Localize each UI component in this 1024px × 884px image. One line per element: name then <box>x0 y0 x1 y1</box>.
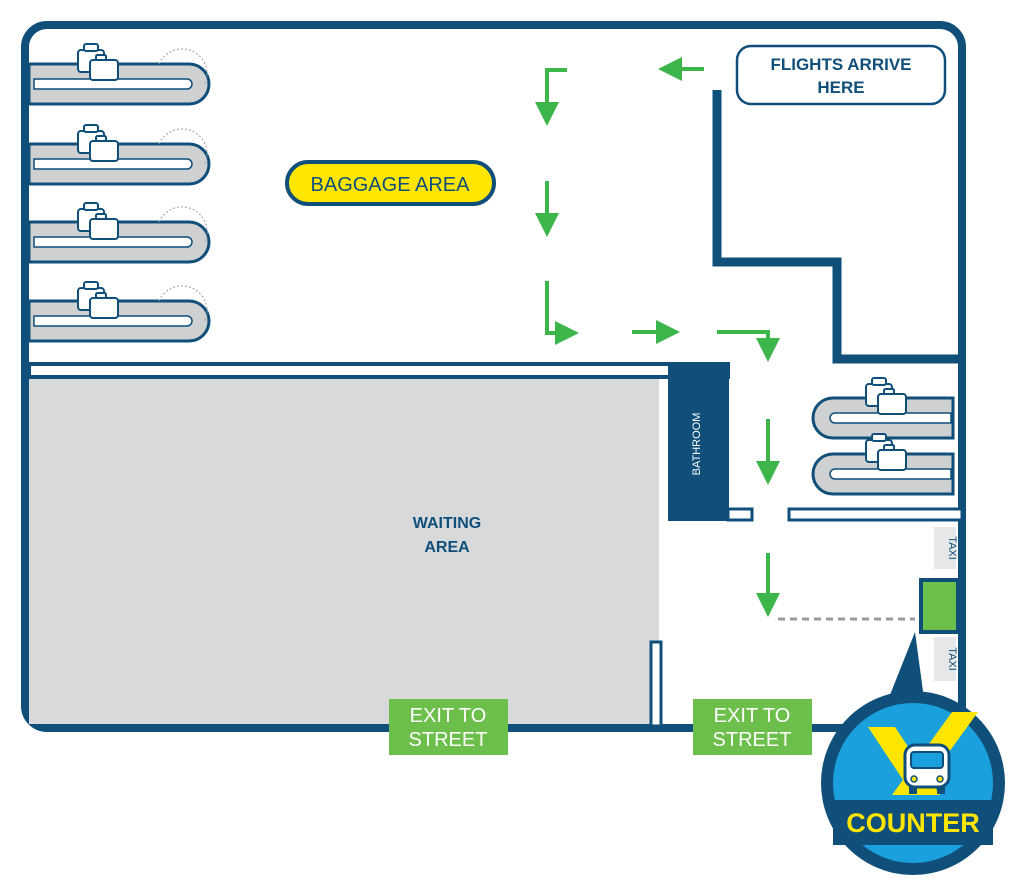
baggage-area-label: BAGGAGE AREA <box>311 174 471 196</box>
bathroom-block <box>668 364 729 521</box>
exit-left-sign <box>389 699 508 755</box>
direction-arrow-icon <box>545 281 579 345</box>
waiting-area-label-line1: WAITING <box>413 515 481 532</box>
counter-band <box>833 800 993 845</box>
divider-wall <box>27 362 730 379</box>
bathroom-label: BATHROOM <box>691 413 703 476</box>
counter-label: COUNTER <box>846 808 980 838</box>
taxi-label-bottom: TAXI <box>946 647 958 671</box>
flights-arrive-label-line1: FLIGHTS ARRIVE <box>770 55 911 74</box>
arrival-corridor-wall <box>712 90 962 364</box>
flights-arrive-label-line2: HERE <box>817 78 864 97</box>
exit-right-label-line1: EXIT TO <box>714 705 791 727</box>
waiting-area-label-line2: AREA <box>424 539 470 556</box>
exit-right-sign <box>693 699 812 755</box>
exit-left-label-line1: EXIT TO <box>410 705 487 727</box>
counter-pointer <box>884 632 925 710</box>
taxi-sign-bottom <box>934 637 956 681</box>
bus-x-logo-icon <box>868 712 978 795</box>
partition-wall-left <box>726 507 754 522</box>
flights-arrive-box <box>735 44 947 106</box>
exit-right-label-line2: STREET <box>713 729 792 751</box>
taxi-sign-top <box>934 527 956 569</box>
partition-wall-right <box>787 507 964 522</box>
direction-arrow-icon <box>717 330 780 362</box>
taxi-label-top: TAXI <box>946 536 958 560</box>
direction-arrows <box>535 57 780 617</box>
baggage-area-badge <box>285 160 496 206</box>
taxi-stand <box>919 578 960 634</box>
direction-arrow-icon <box>535 68 567 126</box>
waiting-area-floor <box>29 376 659 724</box>
waiting-side-wall <box>649 640 663 728</box>
exit-left-label-line2: STREET <box>409 729 488 751</box>
